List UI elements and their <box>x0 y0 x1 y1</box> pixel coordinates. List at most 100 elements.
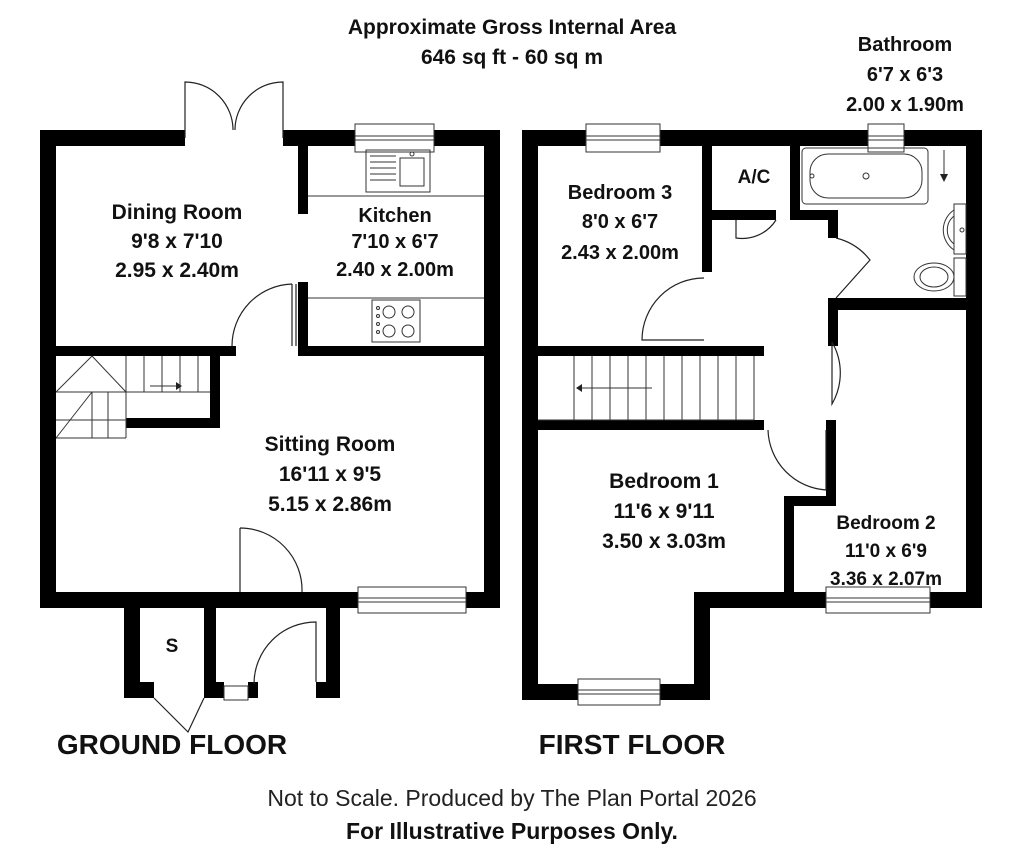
wall <box>828 210 838 238</box>
dining-room-label: Dining Room 9'8 x 7'10 2.95 x 2.40m <box>112 201 243 282</box>
wall <box>298 346 484 356</box>
bathroom-name: Bathroom <box>858 34 952 56</box>
bedroom2-door <box>831 341 841 407</box>
bedroom2-label: Bedroom 2 11'0 x 6'9 3.36 x 2.07m <box>830 513 942 590</box>
wall <box>522 684 578 700</box>
wall <box>712 210 776 220</box>
wall <box>124 682 154 698</box>
illustrative-note: For Illustrative Purposes Only. <box>346 818 678 844</box>
dining-door <box>231 283 293 347</box>
bedroom3-imperial: 8'0 x 6'7 <box>582 211 658 233</box>
wall <box>784 496 836 506</box>
wall <box>828 298 966 310</box>
sitting-room-metric: 5.15 x 2.86m <box>268 493 392 516</box>
bedroom1-door <box>767 429 827 491</box>
first-floor-label: FIRST FLOOR <box>539 729 726 760</box>
airing-cupboard-label: A/C <box>738 167 771 188</box>
wall <box>660 130 868 146</box>
store-label: S <box>166 636 179 657</box>
wall <box>826 420 836 504</box>
bedroom1-metric: 3.50 x 3.03m <box>602 530 726 553</box>
ground-floor-plan: Dining Room 9'8 x 7'10 2.95 x 2.40m Kitc… <box>40 81 500 760</box>
bedroom2-name: Bedroom 2 <box>836 513 935 534</box>
wall <box>326 600 340 698</box>
bedroom3-metric: 2.43 x 2.00m <box>561 242 679 264</box>
bedroom2-imperial: 11'0 x 6'9 <box>845 541 927 562</box>
wall <box>904 130 982 146</box>
window <box>577 678 661 706</box>
wall <box>124 600 140 698</box>
french-door-right <box>234 81 284 138</box>
wall <box>790 210 828 220</box>
wall <box>40 130 185 146</box>
dining-room-imperial: 9'8 x 7'10 <box>131 230 223 253</box>
sitting-room-label: Sitting Room 16'11 x 9'5 5.15 x 2.86m <box>265 433 396 516</box>
window <box>357 586 467 614</box>
bedroom2-metric: 3.36 x 2.07m <box>830 569 942 590</box>
wall <box>283 130 355 146</box>
wall <box>966 130 982 608</box>
wall <box>56 346 236 356</box>
french-door-left <box>184 81 234 138</box>
bedroom1-imperial: 11'6 x 9'11 <box>613 500 714 523</box>
wall <box>214 682 224 698</box>
window <box>825 586 931 614</box>
wall <box>126 418 220 428</box>
wall <box>930 592 982 608</box>
staircase <box>538 356 755 421</box>
wall <box>298 146 308 214</box>
wall <box>754 420 764 430</box>
kitchen-metric: 2.40 x 2.00m <box>336 259 454 281</box>
bedroom1-label: Bedroom 1 11'6 x 9'11 3.50 x 3.03m <box>602 470 726 553</box>
wall <box>40 592 358 608</box>
bedroom1-name: Bedroom 1 <box>609 470 719 493</box>
wall <box>702 146 712 272</box>
wall <box>538 420 764 430</box>
window <box>867 123 905 153</box>
bathtub <box>801 147 929 205</box>
sitting-room-imperial: 16'11 x 9'5 <box>279 463 382 486</box>
kitchen-label: Kitchen 7'10 x 6'7 2.40 x 2.00m <box>336 205 454 281</box>
ground-floor-label: GROUND FLOOR <box>57 729 287 760</box>
kitchen-name: Kitchen <box>358 205 431 227</box>
dining-room-name: Dining Room <box>112 201 243 224</box>
wall <box>434 130 500 146</box>
area-title: Approximate Gross Internal Area <box>348 16 677 39</box>
wall <box>466 592 500 608</box>
bedroom3-name: Bedroom 3 <box>568 182 672 204</box>
wall <box>484 130 500 608</box>
bathroom-label: Bathroom 6'7 x 6'3 2.00 x 1.90m <box>846 34 964 116</box>
bathroom-pointer-arrow <box>940 150 948 182</box>
wall <box>538 346 764 356</box>
area-value: 646 sq ft - 60 sq m <box>421 46 603 69</box>
window <box>585 123 661 153</box>
washbasin <box>942 203 967 255</box>
bathroom-metric: 2.00 x 1.90m <box>846 94 964 116</box>
sitting-room-name: Sitting Room <box>265 433 396 456</box>
sitting-door <box>239 527 303 593</box>
wall <box>40 130 56 608</box>
wall <box>828 310 838 346</box>
kitchen-sink <box>365 149 431 193</box>
wall <box>790 146 800 210</box>
airing-cupboard-door <box>735 219 777 240</box>
bedroom3-label: Bedroom 3 8'0 x 6'7 2.43 x 2.00m <box>561 182 679 264</box>
window <box>223 685 249 701</box>
wall <box>204 600 216 698</box>
wall <box>298 282 308 356</box>
kitchen-imperial: 7'10 x 6'7 <box>351 231 438 253</box>
bedroom3-door <box>641 277 705 341</box>
wall <box>694 592 826 608</box>
wall <box>210 356 220 426</box>
bathroom-door <box>835 237 871 299</box>
dining-room-metric: 2.95 x 2.40m <box>115 259 239 282</box>
disclaimer: Not to Scale. Produced by The Plan Porta… <box>267 785 756 811</box>
staircase <box>55 355 210 439</box>
hob <box>371 299 421 343</box>
window <box>354 123 435 153</box>
wall <box>784 496 794 608</box>
wall <box>248 682 258 698</box>
bathroom-imperial: 6'7 x 6'3 <box>867 64 943 86</box>
front-door <box>253 621 317 685</box>
